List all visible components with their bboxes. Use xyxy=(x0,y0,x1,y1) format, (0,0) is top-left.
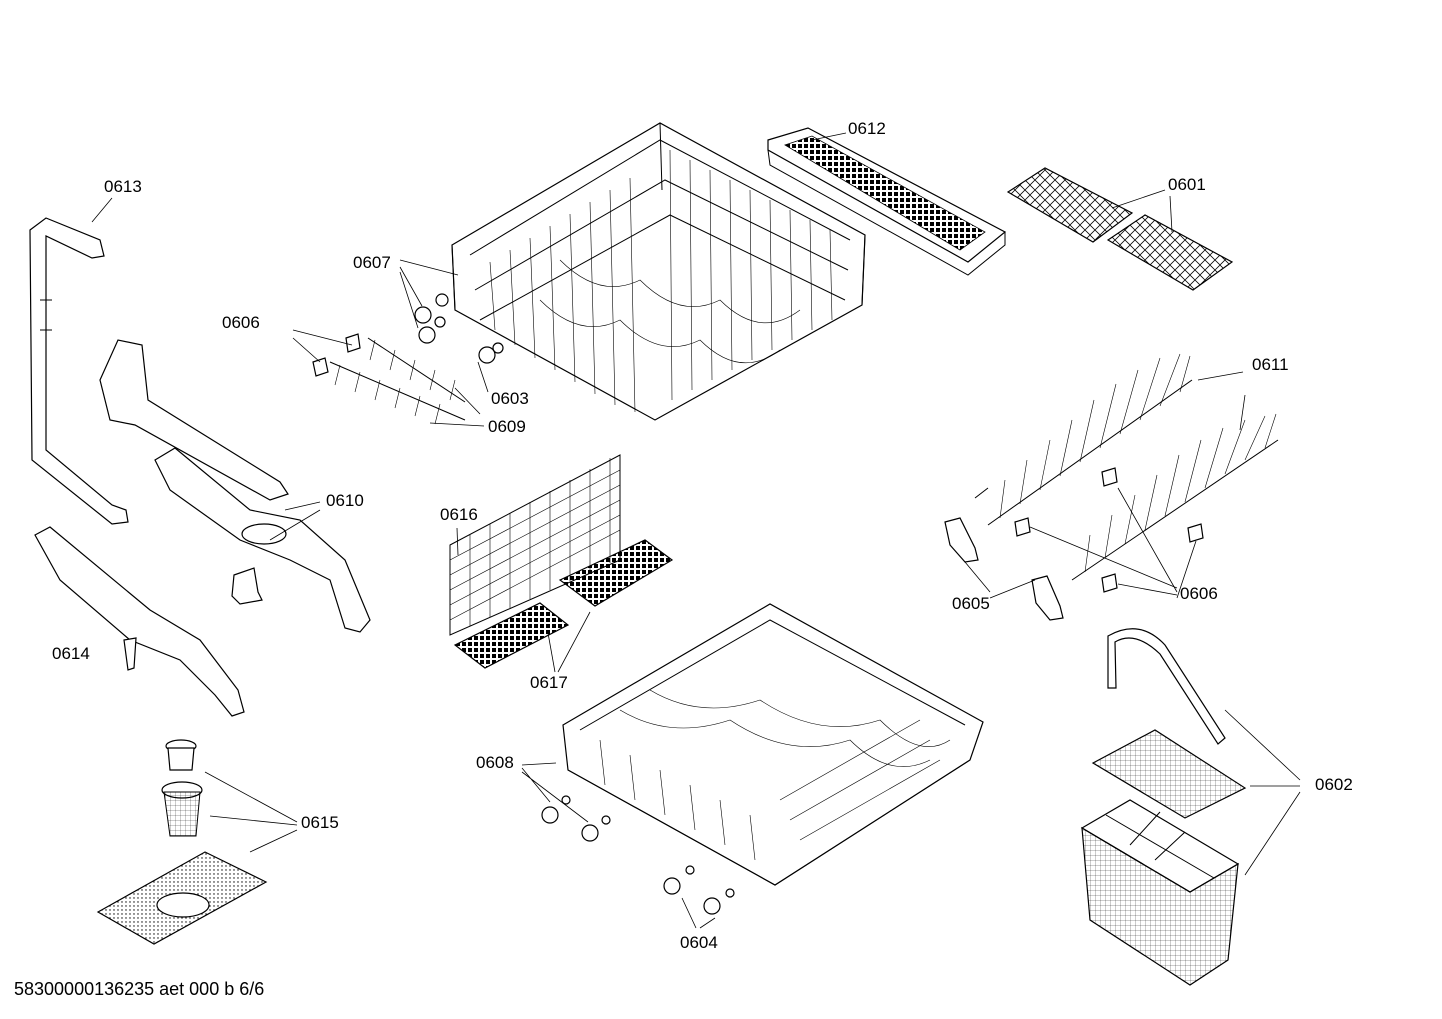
cutlery-basket-0602 xyxy=(1080,628,1247,986)
label-0611: 0611 xyxy=(1252,355,1289,374)
label-0602: 0602 xyxy=(1315,775,1353,794)
upper-basket xyxy=(451,122,866,421)
upper-basket-wheels xyxy=(414,293,504,364)
rack-inserts-0617 xyxy=(453,539,674,669)
label-0604: 0604 xyxy=(680,933,718,952)
label-0603: 0603 xyxy=(491,389,529,408)
leader-lines xyxy=(91,132,1301,929)
label-0605: 0605 xyxy=(952,594,990,613)
lower-basket xyxy=(562,603,984,886)
supply-pipe-0613 xyxy=(29,217,129,525)
upper-spray-arm-0610 xyxy=(154,447,371,633)
label-0612: 0612 xyxy=(848,119,886,138)
document-footer-code: 58300000136235 aet 000 b 6/6 xyxy=(14,979,265,999)
lower-basket-wheels xyxy=(541,795,735,915)
label-0608: 0608 xyxy=(476,753,514,772)
fold-tines-0611 xyxy=(974,353,1279,581)
label-0606-left: 0606 xyxy=(222,313,260,332)
lower-spray-arm-0614 xyxy=(34,526,245,717)
part-labels: 0601 0602 0603 0604 0605 0606 0606 0607 … xyxy=(52,119,1353,952)
label-0614: 0614 xyxy=(52,644,90,663)
label-0601: 0601 xyxy=(1168,175,1206,194)
brackets-0605-0606 xyxy=(944,467,1204,621)
label-0606-right: 0606 xyxy=(1180,584,1218,603)
label-0607: 0607 xyxy=(353,253,391,272)
label-0615: 0615 xyxy=(301,813,339,832)
label-0616: 0616 xyxy=(440,505,478,524)
spray-arm-pipe xyxy=(99,339,289,501)
label-0617: 0617 xyxy=(530,673,568,692)
cutlery-tray-0612 xyxy=(767,127,1007,276)
filter-assembly-0615 xyxy=(96,739,268,945)
label-0609: 0609 xyxy=(488,417,526,436)
rack-inserts-0601 xyxy=(1006,167,1234,291)
label-0613: 0613 xyxy=(104,177,142,196)
label-0610: 0610 xyxy=(326,491,364,510)
small-rack-parts xyxy=(312,333,466,425)
